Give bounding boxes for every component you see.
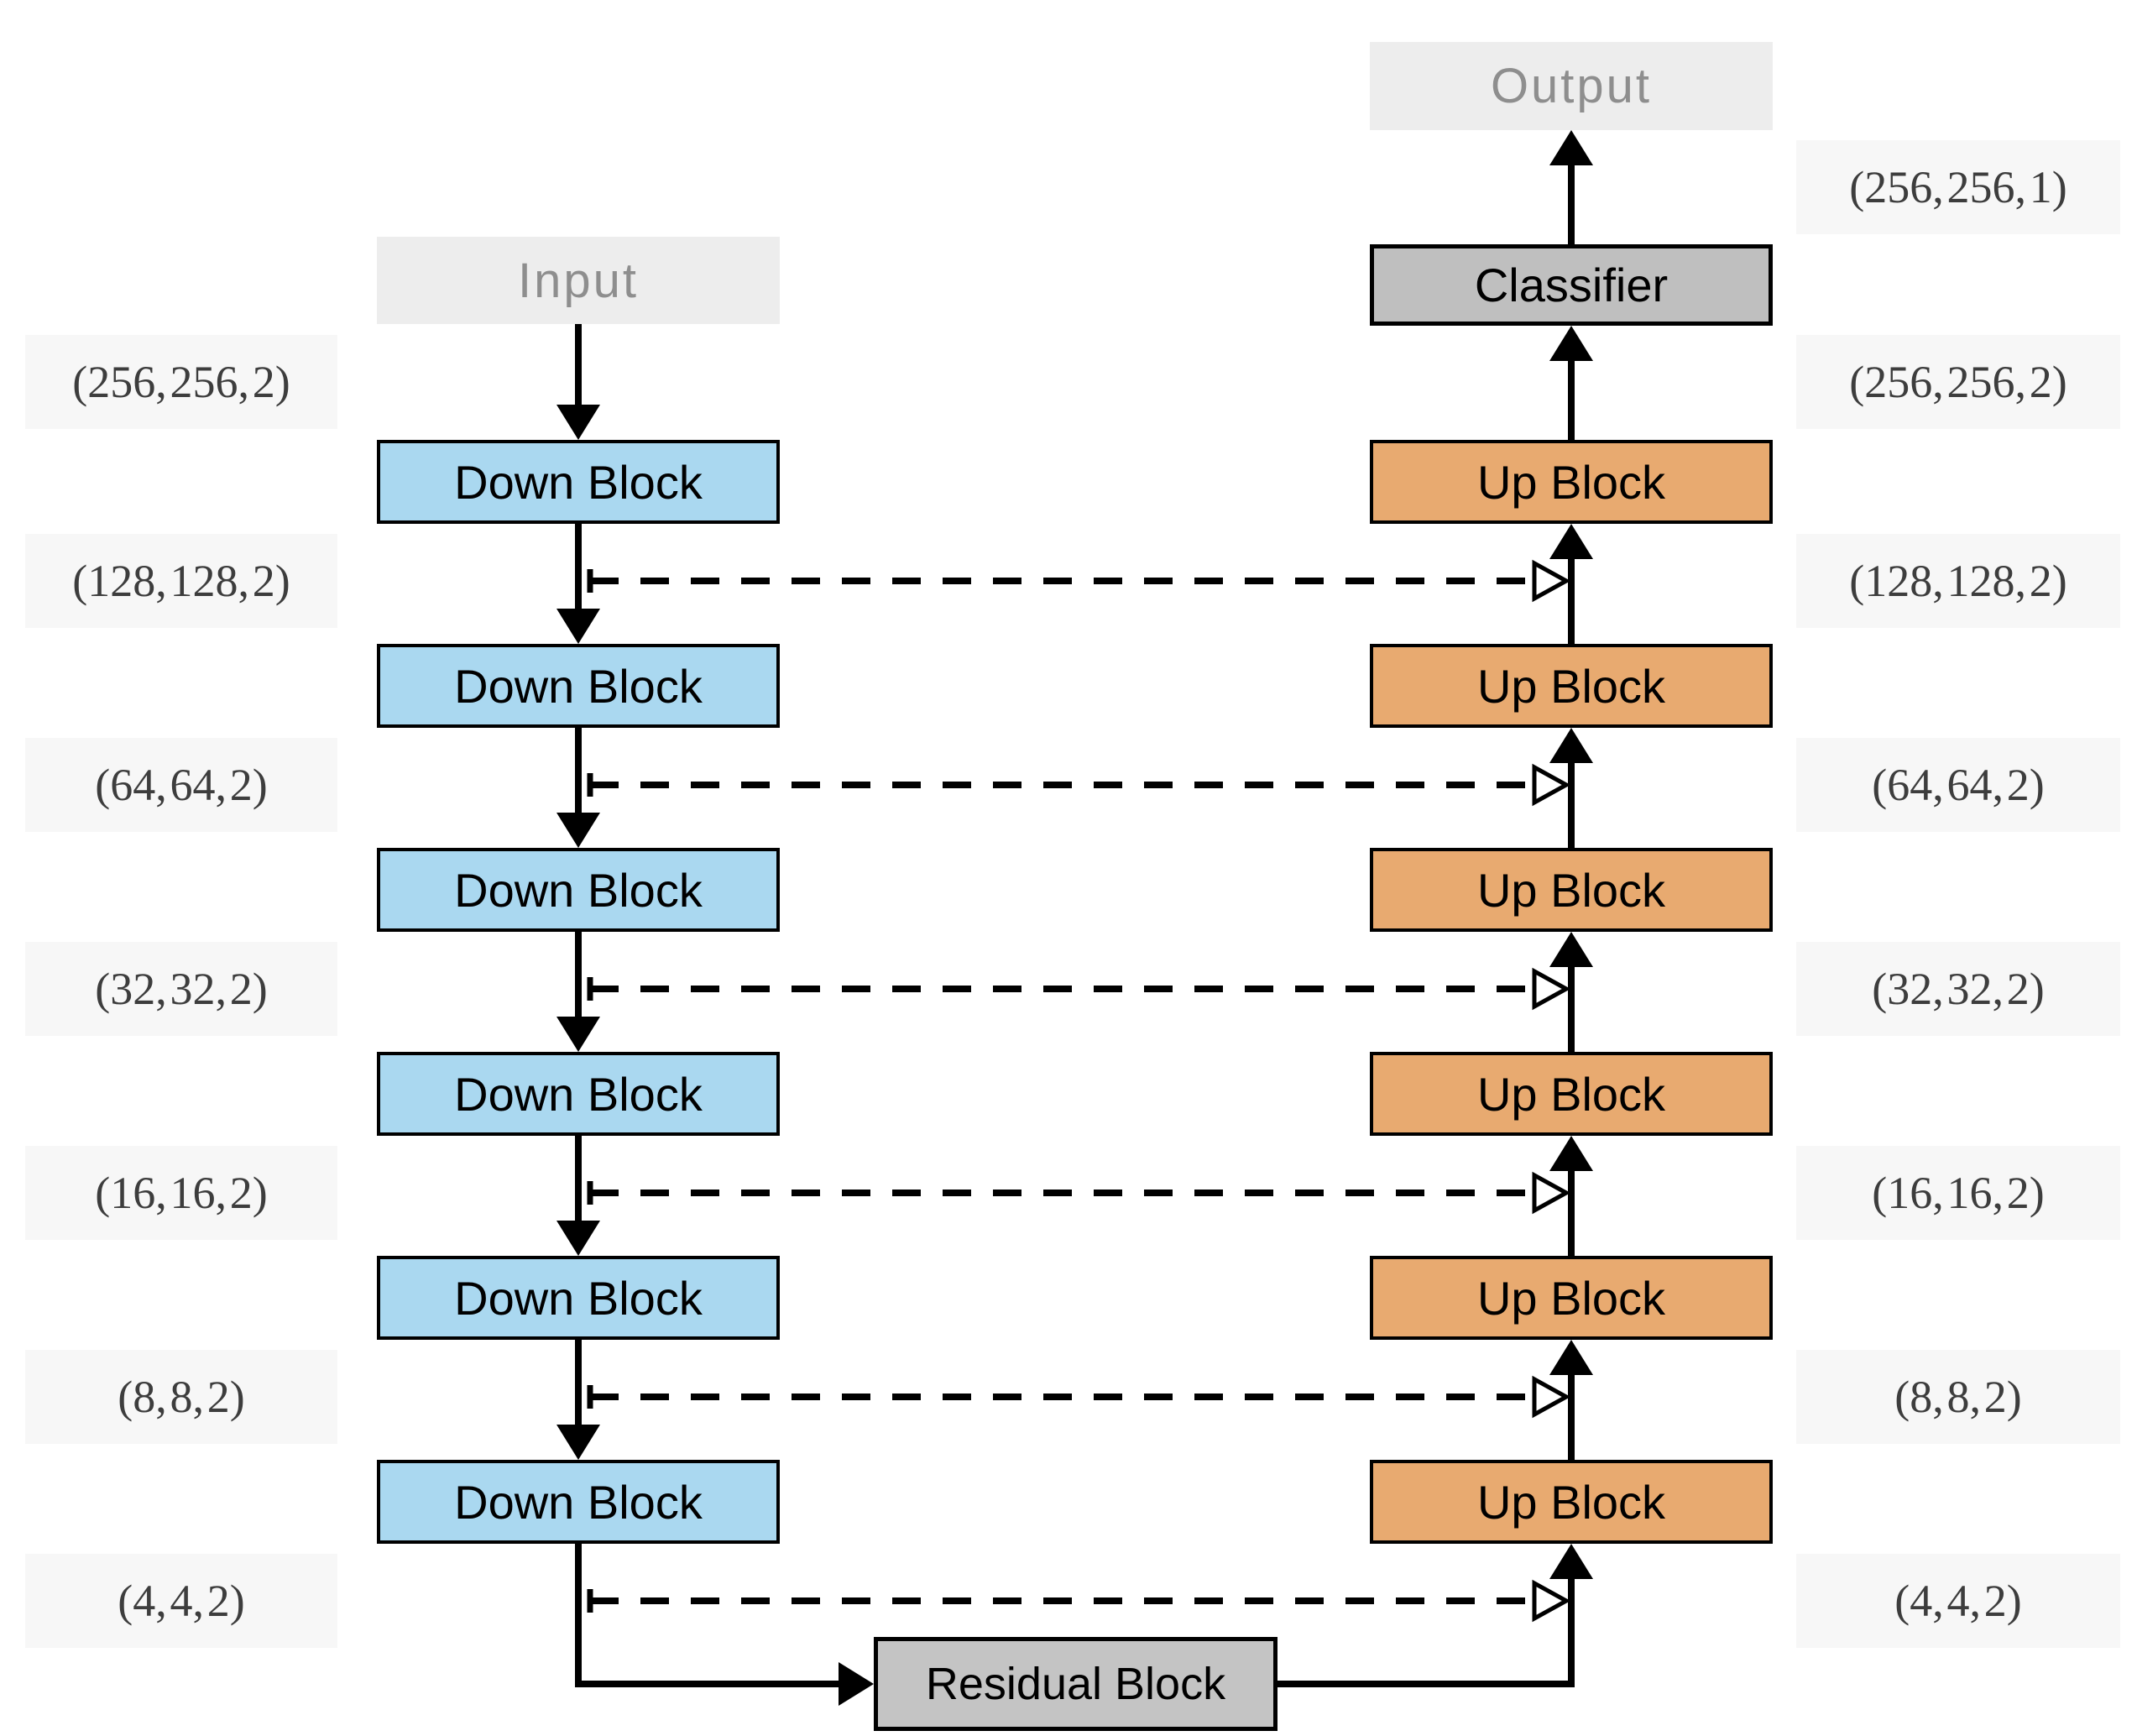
down-block-1: Down Block bbox=[377, 440, 780, 524]
arrowhead-down-icon bbox=[556, 1221, 600, 1256]
arrowhead-up-icon bbox=[1549, 130, 1593, 165]
residual-block: Residual Block bbox=[874, 1637, 1277, 1731]
dim-label-right-3: (128, 128, 2) bbox=[1796, 534, 2120, 628]
output-label: Output bbox=[1370, 42, 1773, 130]
arrowhead-down-icon bbox=[556, 609, 600, 644]
down-block-6: Down Block bbox=[377, 1460, 780, 1544]
dim-label-right-2: (256, 256, 2) bbox=[1796, 335, 2120, 429]
dim-label-left-6: (8, 8, 2) bbox=[25, 1350, 337, 1444]
arrowhead-right-icon bbox=[839, 1662, 874, 1706]
skip-connection bbox=[587, 1375, 1571, 1419]
up-arrow bbox=[1549, 524, 1593, 644]
up-arrow bbox=[1549, 932, 1593, 1052]
up-block-6: Up Block bbox=[1370, 1460, 1773, 1544]
down-arrow bbox=[556, 728, 600, 848]
dim-label-left-4: (32, 32, 2) bbox=[25, 942, 337, 1036]
up-arrow bbox=[1549, 326, 1593, 440]
arrowhead-up-icon bbox=[1549, 1544, 1593, 1579]
down-block-3: Down Block bbox=[377, 848, 780, 932]
arrowhead-down-icon bbox=[556, 405, 600, 440]
bottleneck-path-right bbox=[1277, 1576, 1575, 1687]
open-arrowhead-icon bbox=[1532, 1579, 1571, 1623]
up-block-2: Up Block bbox=[1370, 644, 1773, 728]
up-block-5: Up Block bbox=[1370, 1256, 1773, 1340]
arrowhead-up-icon bbox=[1549, 326, 1593, 361]
dim-label-right-7: (8, 8, 2) bbox=[1796, 1350, 2120, 1444]
skip-connection bbox=[587, 559, 1571, 603]
bottleneck-path-left bbox=[575, 1544, 842, 1687]
up-arrow bbox=[1549, 1340, 1593, 1460]
dim-label-left-5: (16, 16, 2) bbox=[25, 1146, 337, 1240]
arrowhead-up-icon bbox=[1549, 728, 1593, 763]
skip-connection bbox=[587, 967, 1571, 1011]
bottleneck-path bbox=[575, 1544, 1593, 1706]
open-arrowhead-icon bbox=[1532, 559, 1571, 603]
down-block-2: Down Block bbox=[377, 644, 780, 728]
down-arrow bbox=[556, 524, 600, 644]
dim-label-left-3: (64, 64, 2) bbox=[25, 738, 337, 832]
arrowhead-up-icon bbox=[1549, 1136, 1593, 1171]
arrowhead-up-icon bbox=[1549, 524, 1593, 559]
up-block-1: Up Block bbox=[1370, 440, 1773, 524]
arrowhead-down-icon bbox=[556, 813, 600, 848]
down-block-5: Down Block bbox=[377, 1256, 780, 1340]
skip-connections bbox=[587, 559, 1571, 1623]
down-arrow bbox=[556, 1340, 600, 1460]
dim-label-right-4: (64, 64, 2) bbox=[1796, 738, 2120, 832]
up-flow-arrows bbox=[1549, 130, 1593, 1460]
down-block-4: Down Block bbox=[377, 1052, 780, 1136]
up-arrow bbox=[1549, 130, 1593, 244]
down-flow-arrows bbox=[556, 324, 600, 1460]
open-arrowhead-icon bbox=[1532, 763, 1571, 807]
up-arrow bbox=[1549, 728, 1593, 848]
skip-connection bbox=[587, 1579, 1571, 1623]
down-arrow bbox=[556, 1136, 600, 1256]
open-arrowhead-icon bbox=[1532, 1375, 1571, 1419]
arrowhead-up-icon bbox=[1549, 932, 1593, 967]
down-arrow bbox=[556, 324, 600, 440]
up-arrow bbox=[1549, 1136, 1593, 1256]
arrowhead-down-icon bbox=[556, 1017, 600, 1052]
up-block-4: Up Block bbox=[1370, 1052, 1773, 1136]
skip-connection bbox=[587, 763, 1571, 807]
open-arrowhead-icon bbox=[1532, 1171, 1571, 1215]
dim-label-left-2: (128, 128, 2) bbox=[25, 534, 337, 628]
skip-connection bbox=[587, 1171, 1571, 1215]
dim-label-right-1: (256, 256, 1) bbox=[1796, 140, 2120, 234]
open-arrowhead-icon bbox=[1532, 967, 1571, 1011]
dim-label-right-5: (32, 32, 2) bbox=[1796, 942, 2120, 1036]
arrowhead-up-icon bbox=[1549, 1340, 1593, 1375]
classifier-block: Classifier bbox=[1370, 244, 1773, 326]
dim-label-right-8: (4, 4, 2) bbox=[1796, 1554, 2120, 1648]
dim-label-left-1: (256, 256, 2) bbox=[25, 335, 337, 429]
dim-label-right-6: (16, 16, 2) bbox=[1796, 1146, 2120, 1240]
arrowhead-down-icon bbox=[556, 1425, 600, 1460]
down-arrow bbox=[556, 932, 600, 1052]
up-block-3: Up Block bbox=[1370, 848, 1773, 932]
input-label: Input bbox=[377, 237, 780, 324]
dim-label-left-7: (4, 4, 2) bbox=[25, 1554, 337, 1648]
